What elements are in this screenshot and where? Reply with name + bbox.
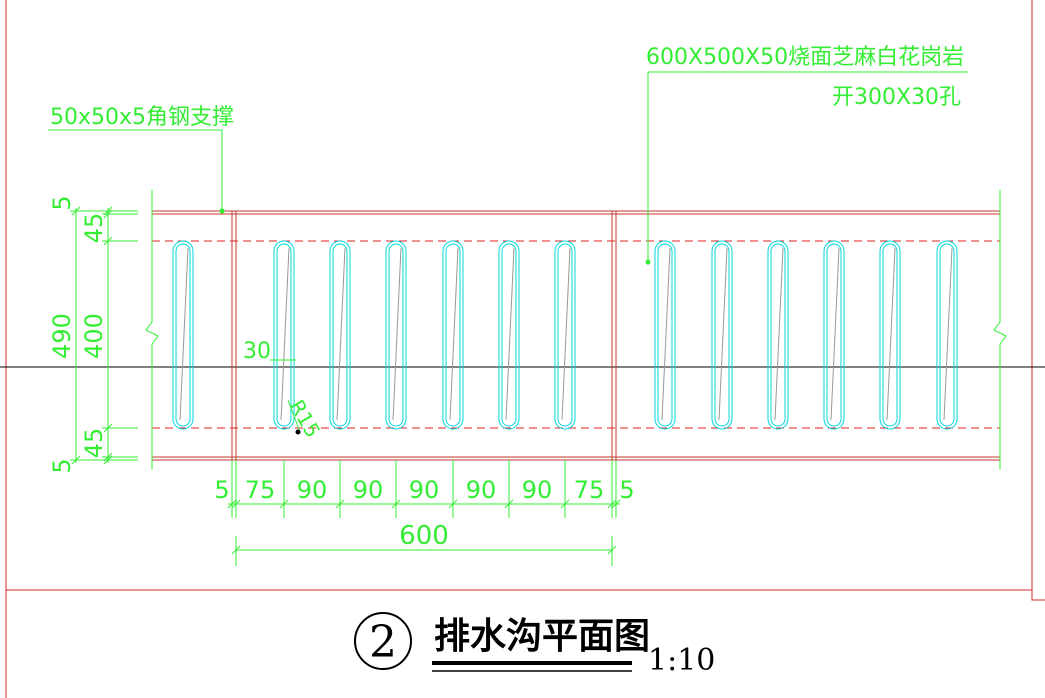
bottom-dimension-lines xyxy=(227,460,621,566)
dim-tick xyxy=(607,499,617,509)
dim-tick xyxy=(231,499,241,509)
slot-hatch xyxy=(392,247,402,421)
slot-hatch xyxy=(886,247,896,421)
bottom-dim-label: 5 xyxy=(214,476,229,504)
slot-hatch xyxy=(280,247,290,421)
bottom-dim-label: 90 xyxy=(297,476,328,504)
slot-outline xyxy=(172,240,194,430)
dim-tick xyxy=(279,499,289,509)
drawing-title: 排水沟平面图 xyxy=(434,616,650,657)
slot-outline xyxy=(385,240,407,430)
slot-outline xyxy=(823,240,845,430)
slot-outline xyxy=(498,240,520,430)
dim-tick xyxy=(448,499,458,509)
slot-outline xyxy=(879,240,901,430)
drawing-number-circle xyxy=(354,612,412,670)
bottom-dim-label: 90 xyxy=(353,476,384,504)
slot-hatch xyxy=(336,247,346,421)
slot-hatch xyxy=(449,247,459,421)
bottom-dim-label: 90 xyxy=(466,476,497,504)
bottom-dim-label: 90 xyxy=(409,476,440,504)
slot-outline xyxy=(936,240,958,430)
slot-hatch xyxy=(830,247,840,421)
dim-mid-400: 400 xyxy=(80,313,108,359)
leader-dot xyxy=(645,259,651,265)
granite-spec-label: 600X500X50烧面芝麻白花岗岩 xyxy=(646,45,964,70)
slot-hatch xyxy=(561,247,571,421)
slot-hatch xyxy=(774,247,784,421)
drawing-number: 2 xyxy=(369,617,397,668)
slot-outline xyxy=(554,240,576,430)
bottom-dim-label: 5 xyxy=(619,476,634,504)
slot-inner xyxy=(770,243,786,427)
bottom-dimension-texts: 5 75 90 90 90 90 90 75 5 xyxy=(214,476,634,504)
dim-tick xyxy=(227,499,237,509)
slot-inner xyxy=(882,243,898,427)
dim-bot-5: 5 xyxy=(48,458,76,473)
dim-tick xyxy=(560,499,570,509)
slot-inner xyxy=(276,243,292,427)
leader-dot xyxy=(219,208,225,214)
slot-inner xyxy=(714,243,730,427)
dim-tick xyxy=(504,499,514,509)
slot-hatch xyxy=(661,247,671,421)
slot-outline xyxy=(767,240,789,430)
sheet-border xyxy=(5,0,1045,698)
dim-tick xyxy=(335,499,345,509)
dim-total-600: 600 xyxy=(399,521,449,551)
left-dimension-lines xyxy=(70,206,138,465)
dim-top-5: 5 xyxy=(48,195,76,210)
steel-frame xyxy=(152,210,1000,461)
dashed-lines xyxy=(152,240,1000,429)
slot-outline xyxy=(329,240,351,430)
angle-steel-label: 50x50x5角钢支撑 xyxy=(50,105,234,130)
slot-inner xyxy=(445,243,461,427)
bottom-dim-label: 75 xyxy=(245,476,276,504)
bottom-dim-label: 75 xyxy=(574,476,605,504)
slot-inner xyxy=(826,243,842,427)
granite-hole-label: 开300X30孔 xyxy=(832,85,961,110)
leader-dot xyxy=(295,429,301,435)
slot-outline xyxy=(654,240,676,430)
slot-hatch xyxy=(179,247,189,421)
slot-outline xyxy=(273,240,295,430)
slot-inner xyxy=(557,243,573,427)
slot-outline xyxy=(711,240,733,430)
dim-bot-45: 45 xyxy=(80,428,108,459)
slot-inner xyxy=(388,243,404,427)
leader-lines xyxy=(48,71,968,433)
slot-inner xyxy=(332,243,348,427)
slot-hatch xyxy=(943,247,953,421)
slot-hatch xyxy=(718,247,728,421)
bottom-dim-label: 90 xyxy=(522,476,553,504)
slot-width-label: 30 xyxy=(243,339,271,364)
slot-inner xyxy=(175,243,191,427)
slot-inner xyxy=(657,243,673,427)
slot-hatch xyxy=(505,247,515,421)
slot-holes xyxy=(172,240,958,430)
dim-total-490: 490 xyxy=(48,313,76,359)
slot-inner xyxy=(501,243,517,427)
dim-tick xyxy=(391,499,401,509)
break-lines xyxy=(145,190,1007,470)
dim-top-45: 45 xyxy=(80,213,108,244)
drawing-scale: 1:10 xyxy=(648,643,715,678)
dim-tick xyxy=(611,499,621,509)
slot-outline xyxy=(442,240,464,430)
slot-inner xyxy=(939,243,955,427)
